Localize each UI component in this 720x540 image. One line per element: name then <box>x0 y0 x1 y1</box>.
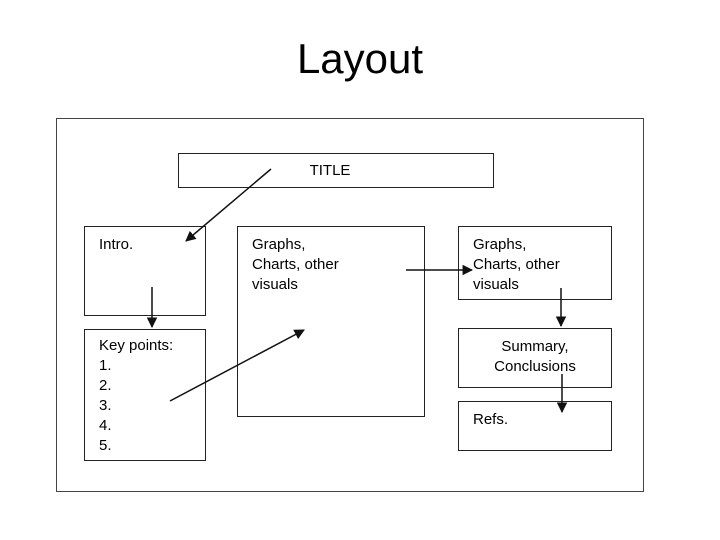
key-points-box: Key points: 1. 2. 3. 4. 5. <box>84 329 206 461</box>
summary-box: Summary, Conclusions <box>458 328 612 388</box>
intro-box-label: Intro. <box>99 236 134 253</box>
key-point-item: 1. <box>99 357 112 374</box>
visuals-box-right: Graphs, Charts, other visuals <box>458 226 612 300</box>
refs-box: Refs. <box>458 401 612 451</box>
summary-box-label: Summary, Conclusions <box>494 338 576 375</box>
key-points-heading: Key points: <box>99 337 174 354</box>
intro-box: Intro. <box>84 226 206 316</box>
key-point-item: 5. <box>99 437 112 454</box>
key-point-item: 2. <box>99 377 112 394</box>
refs-box-label: Refs. <box>473 411 509 428</box>
slide-title: Layout <box>296 35 424 82</box>
visuals-box-right-label: Graphs, Charts, other visuals <box>473 236 560 293</box>
key-point-item: 3. <box>99 397 112 414</box>
visuals-box-center-label: Graphs, Charts, other visuals <box>252 236 339 293</box>
visuals-box-center: Graphs, Charts, other visuals <box>237 226 425 417</box>
key-point-item: 4. <box>99 417 112 434</box>
title-box: TITLE <box>178 153 494 188</box>
title-box-label: TITLE <box>309 162 351 179</box>
